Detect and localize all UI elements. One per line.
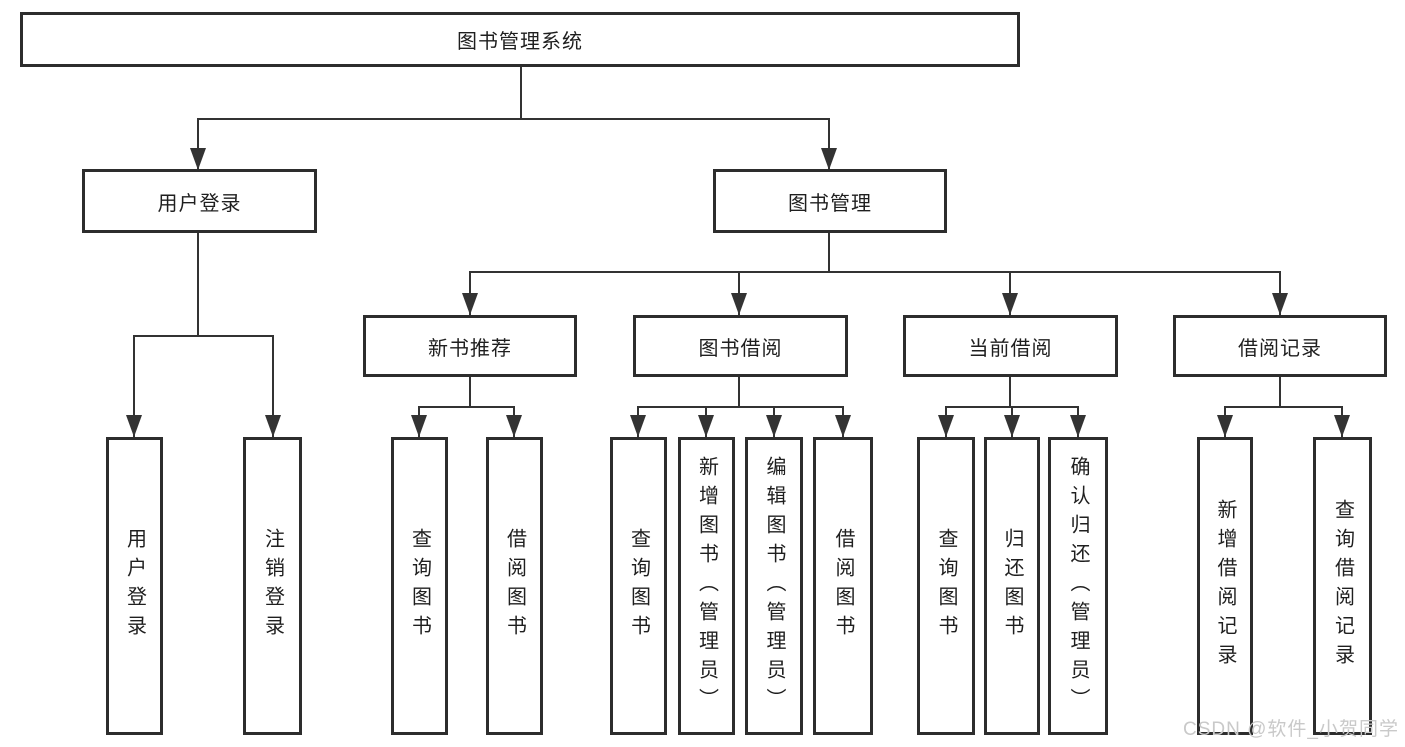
node-new-book-recommend-label: 新书推荐 [428, 337, 512, 360]
arrow-down-icon [1217, 415, 1233, 437]
node-user-login: 用户登录 [82, 169, 317, 233]
node-book-mgmt-label: 图书管理 [788, 192, 872, 215]
arrow-down-icon [698, 415, 714, 437]
arrow-down-icon [506, 415, 522, 437]
connector-line [520, 66, 522, 119]
node-root-label: 图书管理系统 [457, 31, 583, 53]
leaf-query-books-3-label: 查询图书 [935, 528, 957, 644]
node-book-borrow: 图书借阅 [633, 315, 848, 377]
leaf-confirm-return-admin: 确认归还（管理员） [1048, 437, 1108, 735]
connector-line [738, 377, 740, 407]
connector-line [1279, 377, 1281, 407]
arrow-down-icon [1070, 415, 1086, 437]
arrow-down-icon [1334, 415, 1350, 437]
arrow-down-icon [630, 415, 646, 437]
arrow-down-icon [126, 415, 142, 437]
leaf-query-books-1-label: 查询图书 [408, 528, 431, 644]
arrow-down-icon [1002, 293, 1018, 315]
leaf-query-books-1: 查询图书 [391, 437, 448, 735]
arrow-down-icon [835, 415, 851, 437]
leaf-user-login-label: 用户登录 [123, 528, 146, 644]
connector-line [197, 118, 199, 169]
leaf-borrow-books-2-label: 借阅图书 [832, 528, 854, 644]
arrow-down-icon [731, 293, 747, 315]
connector-line [197, 233, 199, 337]
arrow-down-icon [411, 415, 427, 437]
arrow-down-icon [265, 415, 281, 437]
arrow-down-icon [1272, 293, 1288, 315]
arrow-down-icon [766, 415, 782, 437]
arrow-down-icon [938, 415, 954, 437]
node-current-borrow: 当前借阅 [903, 315, 1118, 377]
connector-line [828, 118, 830, 169]
node-user-login-label: 用户登录 [157, 192, 242, 215]
node-current-borrow-label: 当前借阅 [968, 337, 1053, 360]
node-book-mgmt: 图书管理 [713, 169, 947, 233]
leaf-return-book-label: 归还图书 [1001, 528, 1023, 644]
connector-line [133, 335, 135, 437]
connector-line [197, 118, 830, 120]
leaf-logout: 注销登录 [243, 437, 302, 735]
leaf-query-books-2-label: 查询图书 [627, 528, 650, 644]
node-root: 图书管理系统 [20, 12, 1020, 67]
connector-line [1224, 406, 1343, 408]
leaf-borrow-books-1: 借阅图书 [486, 437, 543, 735]
connector-line [272, 335, 274, 437]
connector-line [469, 377, 471, 407]
arrow-down-icon [190, 148, 206, 170]
leaf-query-borrow-record: 查询借阅记录 [1313, 437, 1372, 735]
leaf-borrow-books-2: 借阅图书 [813, 437, 873, 735]
arrow-down-icon [821, 148, 837, 170]
connector-line [469, 271, 1281, 273]
connector-line [637, 406, 844, 408]
leaf-add-book-admin-label: 新增图书（管理员） [695, 455, 718, 717]
connector-line [828, 233, 830, 273]
leaf-return-book: 归还图书 [984, 437, 1040, 735]
arrow-down-icon [1004, 415, 1020, 437]
node-book-borrow-label: 图书借阅 [698, 337, 783, 360]
leaf-user-login: 用户登录 [106, 437, 163, 735]
arrow-down-icon [462, 293, 478, 315]
connector-line [418, 406, 515, 408]
connector-line [1009, 377, 1011, 407]
node-borrow-records: 借阅记录 [1173, 315, 1387, 377]
node-borrow-records-label: 借阅记录 [1238, 337, 1322, 360]
leaf-query-books-3: 查询图书 [917, 437, 975, 735]
leaf-add-book-admin: 新增图书（管理员） [678, 437, 735, 735]
leaf-confirm-return-admin-label: 确认归还（管理员） [1067, 455, 1089, 717]
node-new-book-recommend: 新书推荐 [363, 315, 577, 377]
leaf-query-borrow-record-label: 查询借阅记录 [1331, 499, 1354, 673]
leaf-add-borrow-record: 新增借阅记录 [1197, 437, 1253, 735]
connector-line [133, 335, 274, 337]
watermark: CSDN @软件_小贺同学 [1183, 719, 1399, 740]
leaf-logout-label: 注销登录 [261, 528, 284, 644]
leaf-query-books-2: 查询图书 [610, 437, 667, 735]
leaf-borrow-books-1-label: 借阅图书 [503, 528, 526, 644]
leaf-add-borrow-record-label: 新增借阅记录 [1214, 499, 1236, 673]
leaf-edit-book-admin-label: 编辑图书（管理员） [763, 455, 785, 717]
leaf-edit-book-admin: 编辑图书（管理员） [745, 437, 803, 735]
